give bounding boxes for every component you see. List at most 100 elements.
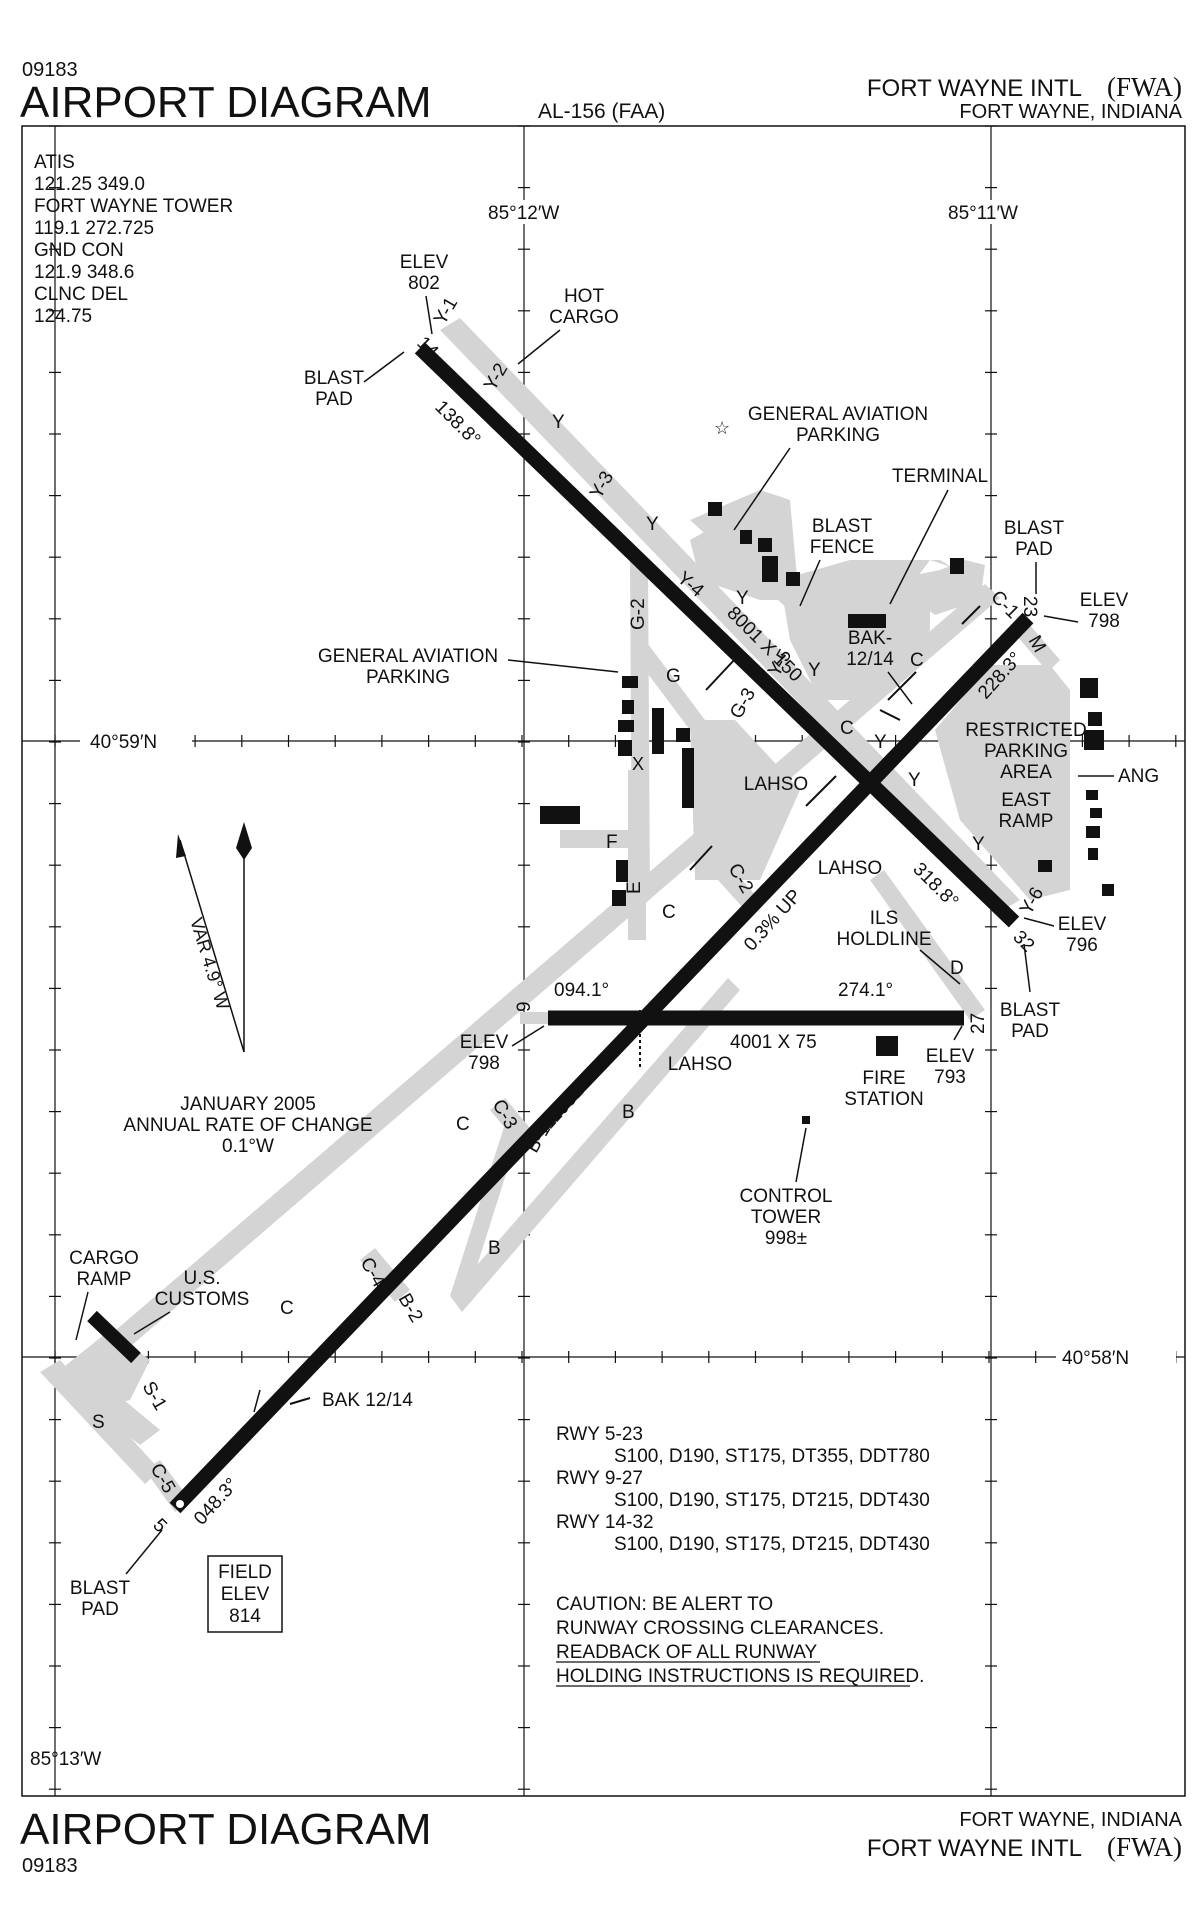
twy-g3: G-3 [726, 685, 760, 723]
cargo-ramp-a: CARGO [69, 1248, 139, 1269]
twy-b-a: B [622, 1102, 635, 1123]
elev-798-north-b: 798 [1088, 611, 1120, 632]
runway-14-32 [414, 342, 1020, 928]
building [708, 502, 722, 516]
restricted-a: RESTRICTED [965, 720, 1086, 741]
lahso-bar [805, 775, 837, 807]
leader [733, 447, 791, 531]
strength-r2: RWY 9-27 [556, 1468, 643, 1489]
building [612, 890, 626, 906]
leader [253, 1389, 261, 1413]
elev-793-a: ELEV [926, 1046, 975, 1067]
building [1088, 848, 1098, 860]
building [758, 538, 772, 552]
var-label: VAR 4.9° W [186, 915, 233, 1012]
page-title: AIRPORT DIAGRAM [20, 78, 432, 127]
lahso-bar [705, 657, 737, 691]
lahso-label-1: LAHSO [744, 774, 808, 795]
field-elev-box [207, 1555, 283, 1633]
tower-freq: 119.1 272.725 [34, 218, 154, 239]
twy-c-b: C [910, 650, 924, 671]
building [1084, 730, 1104, 750]
taxiway-b [450, 978, 740, 1312]
building [618, 720, 634, 732]
leader [795, 1127, 807, 1183]
twy-c-c: C [840, 718, 854, 739]
runway-5-23 [169, 612, 1034, 1514]
elev-802-label: ELEV [400, 252, 449, 273]
caution-line-3: READBACK OF ALL RUNWAY [556, 1642, 817, 1663]
terminal-label: TERMINAL [892, 466, 988, 487]
caution-line-4: HOLDING INSTRUCTIONS IS REQUIRED. [556, 1666, 924, 1687]
restricted-c: AREA [1000, 762, 1052, 783]
holdline [961, 605, 981, 625]
twy-y-d: Y [808, 660, 821, 681]
building [1088, 712, 1102, 726]
twy-c-d: C [456, 1114, 470, 1135]
hangar [652, 708, 664, 754]
footer: AIRPORT DIAGRAM 09183 FORT WAYNE, INDIAN… [20, 1805, 1183, 1877]
chart-id: AL-156 (FAA) [538, 100, 665, 123]
lat-40-58-label: 40°58′N [1062, 1348, 1129, 1369]
twy-s: S [92, 1412, 105, 1433]
leader [919, 949, 961, 985]
tower-label: FORT WAYNE TOWER [34, 196, 233, 217]
diagram-frame [21, 125, 1186, 1797]
footer-title: AIRPORT DIAGRAM [20, 1805, 432, 1854]
buildings [540, 502, 1114, 1124]
hdg-274: 274.1° [838, 980, 893, 1001]
building [1086, 826, 1100, 838]
lat-40-59-label: 40°59′N [90, 732, 157, 753]
runway-strength: RWY 5-23 S100, D190, ST175, DT355, DDT78… [556, 1424, 930, 1555]
taxiway-f [560, 830, 640, 848]
twy-y-e: Y [874, 732, 887, 753]
ga-parking-north-b: PARKING [796, 425, 880, 446]
building [950, 558, 964, 574]
leader [125, 1529, 163, 1575]
building [540, 806, 580, 824]
cargo-ramp-b: RAMP [77, 1269, 132, 1290]
control-tower-b: TOWER [751, 1207, 821, 1228]
strength-r1-values: S100, D190, ST175, DT355, DDT780 [614, 1446, 930, 1467]
strength-r3-values: S100, D190, ST175, DT215, DDT430 [614, 1534, 930, 1555]
airport-name: FORT WAYNE INTL [867, 75, 1082, 102]
lon-85-13-label: 85°13′W [30, 1749, 101, 1770]
taxiway-c2 [700, 850, 760, 910]
building [618, 740, 632, 756]
twy-f: F [606, 832, 618, 853]
fire-station-b: STATION [844, 1089, 924, 1110]
lahso-label-2: LAHSO [818, 858, 882, 879]
customs-b: CUSTOMS [155, 1289, 250, 1310]
ga-parking-west-a: GENERAL AVIATION [318, 646, 498, 667]
leader [507, 659, 619, 673]
rwy-9-27-dims: 4001 X 75 [730, 1032, 817, 1053]
elev-798-west-a: ELEV [460, 1032, 509, 1053]
runways [87, 342, 1034, 1514]
blast-pad-5-b: PAD [81, 1599, 119, 1620]
taxiway-system [40, 318, 1070, 1512]
runway-end-9: 9 [514, 1001, 535, 1012]
fire-station-building [876, 1036, 898, 1056]
lon-85-11-label: 85°11′W [948, 203, 1018, 224]
taxiway-e [628, 770, 646, 940]
elev-798-north-a: ELEV [1080, 590, 1129, 611]
blast-pad-23-a: BLAST [1004, 518, 1065, 539]
magnetic-variation: VAR 4.9° W JANUARY 2005 ANNUAL RATE OF C… [123, 822, 373, 1157]
elev-796-b: 796 [1066, 935, 1098, 956]
footer-city-state: FORT WAYNE, INDIANA [959, 1809, 1182, 1831]
elev-793-b: 793 [934, 1067, 966, 1088]
east-ramp-b: RAMP [999, 811, 1054, 832]
leader [1043, 615, 1079, 623]
blast-pad-14-b: PAD [315, 389, 353, 410]
strength-r1: RWY 5-23 [556, 1424, 643, 1445]
leader [517, 329, 561, 365]
twy-c-a: C [662, 902, 676, 923]
terminal-apron [780, 560, 930, 700]
bak-cable-marker [289, 1397, 311, 1405]
leader [953, 1025, 963, 1041]
rwy5-threshold-dot [176, 1500, 184, 1508]
building [616, 860, 628, 882]
leader [799, 559, 821, 607]
